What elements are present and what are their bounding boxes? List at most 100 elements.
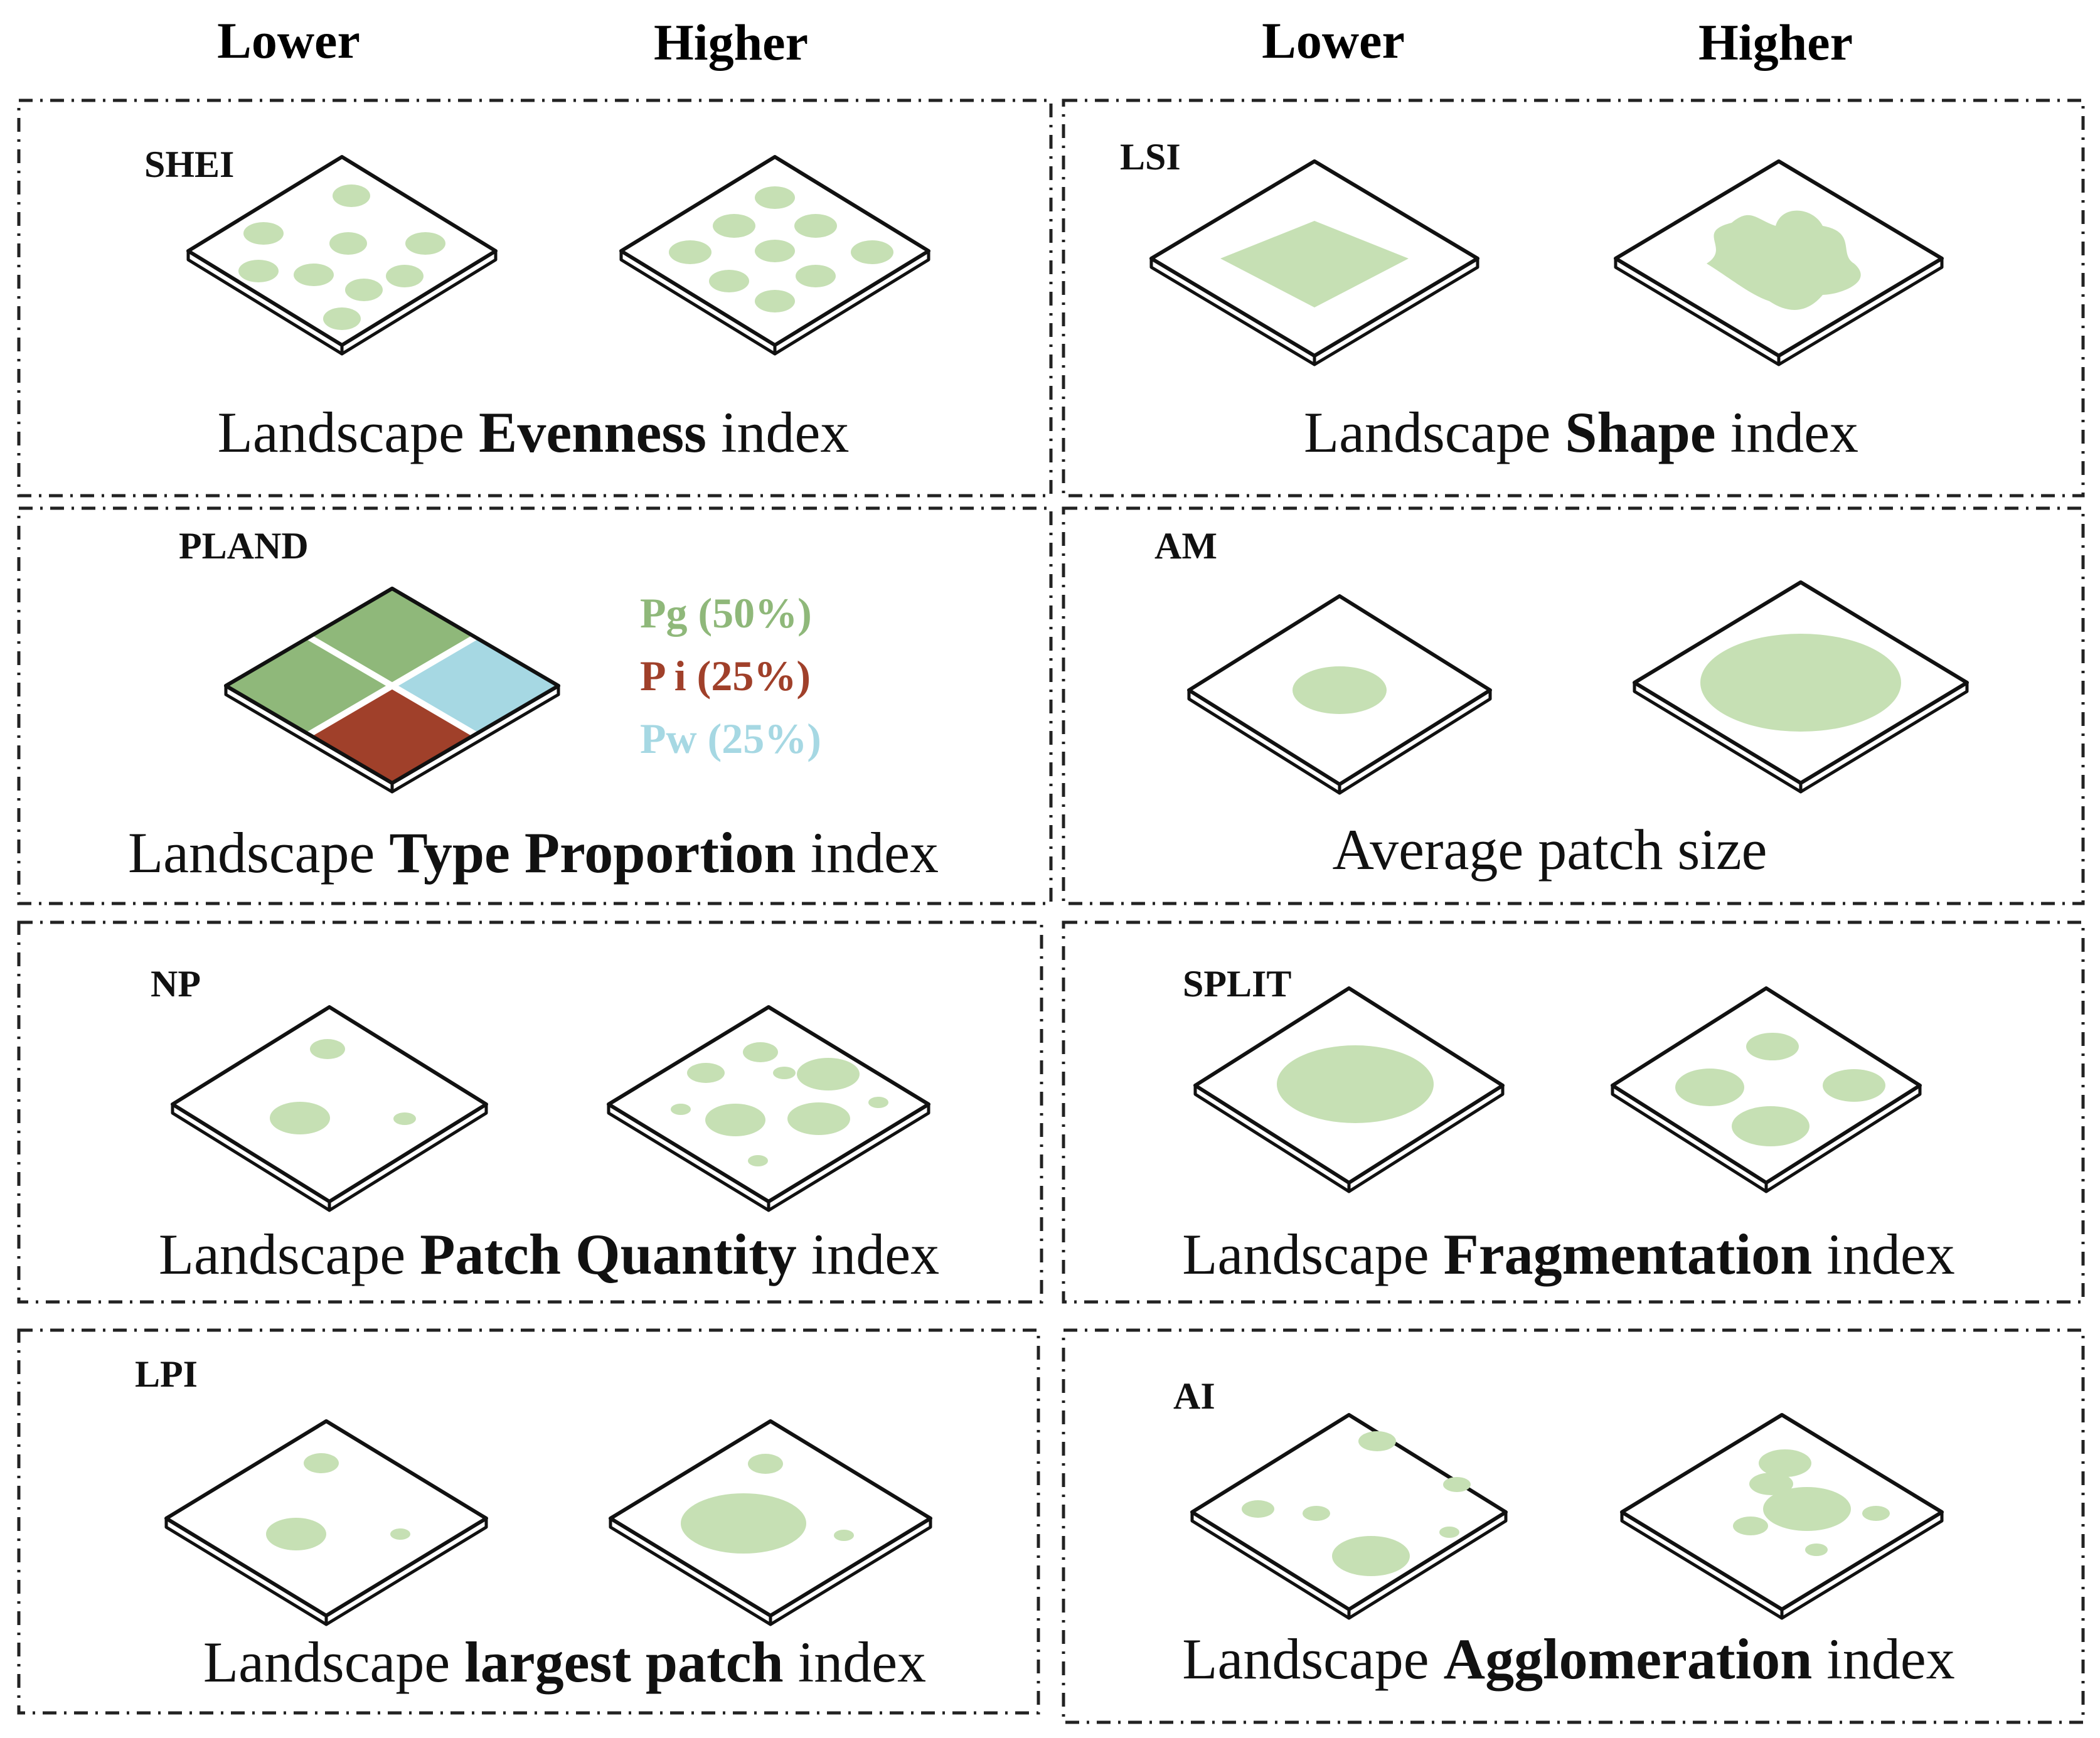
code-am: AM: [1154, 525, 1217, 567]
frame-lsi: [1062, 99, 2085, 498]
patch: [393, 1112, 416, 1125]
tile-np-lower: [171, 1005, 488, 1212]
patch: [868, 1097, 888, 1108]
patch: [851, 240, 893, 264]
tile-shei-higher: [619, 155, 930, 356]
patch: [1242, 1500, 1274, 1518]
patch: [304, 1453, 339, 1473]
frame-ai: [1062, 1328, 2085, 1724]
header-right-higher: Higher: [1698, 14, 1853, 71]
patch: [1700, 634, 1901, 732]
code-pland: PLAND: [179, 525, 309, 567]
patch: [743, 1042, 778, 1062]
patch: [797, 1058, 860, 1090]
patch: [1763, 1487, 1851, 1531]
header-right-lower: Lower: [1262, 12, 1405, 69]
tile-lsi-lower: [1149, 159, 1479, 366]
patch: [1443, 1477, 1471, 1492]
tile-ai-higher: [1620, 1413, 1944, 1620]
patch: [796, 265, 836, 287]
tile-top: [164, 1419, 488, 1618]
tiles: [164, 155, 1969, 1626]
patch: [748, 1155, 768, 1166]
patch: [1746, 1033, 1799, 1060]
tile-pland: [224, 587, 560, 794]
frame-np: [17, 920, 1043, 1304]
patch: [1823, 1069, 1885, 1102]
patch: [748, 1454, 783, 1474]
header-left-lower: Lower: [217, 12, 360, 69]
patch: [1277, 1045, 1434, 1123]
patch: [405, 232, 445, 255]
patch: [755, 186, 795, 209]
tile-outline: [224, 587, 560, 785]
code-np: NP: [151, 963, 201, 1005]
frame-pland: [17, 506, 1053, 905]
frame-shei: [17, 99, 1053, 498]
caption-np: Landscape Patch Quantity index: [159, 1222, 939, 1286]
patch: [329, 232, 367, 255]
code-split: SPLIT: [1183, 963, 1291, 1005]
patch: [310, 1039, 345, 1059]
patch: [1293, 666, 1387, 714]
tile-split-higher: [1611, 986, 1922, 1193]
legend-pg: Pg (50%): [640, 589, 812, 637]
caption-ai: Landscape Agglomeration index: [1182, 1627, 1954, 1691]
caption-am: Average patch size: [1332, 818, 1767, 882]
tile-am-higher: [1633, 580, 1969, 794]
patch: [1732, 1106, 1810, 1146]
patch: [386, 265, 424, 287]
patch-irregular: [1707, 210, 1861, 310]
legend-pi: P i (25%): [640, 652, 811, 700]
code-lpi: LPI: [135, 1353, 198, 1395]
tile-ai-lower: [1190, 1413, 1508, 1620]
frame-lpi: [17, 1328, 1040, 1715]
patch-diamond: [1220, 221, 1409, 307]
patch: [773, 1067, 796, 1079]
patch: [294, 264, 334, 286]
tile-top: [171, 1005, 488, 1203]
patch: [1862, 1506, 1890, 1521]
header-left-higher: Higher: [654, 14, 808, 71]
patch: [1358, 1431, 1396, 1451]
caption-lsi: Landscape Shape index: [1304, 400, 1858, 464]
patch: [243, 222, 284, 245]
patch: [1733, 1517, 1768, 1535]
patch: [669, 240, 712, 264]
patch: [755, 240, 795, 262]
tile-lsi-higher: [1614, 159, 1944, 366]
patch: [238, 260, 279, 282]
patch: [681, 1493, 806, 1554]
patch: [1332, 1536, 1410, 1576]
code-lsi: LSI: [1120, 136, 1181, 178]
tile-am-lower: [1187, 594, 1492, 795]
caption-split: Landscape Fragmentation index: [1182, 1222, 1954, 1286]
patch: [687, 1063, 725, 1083]
legend-pw: Pw (25%): [640, 715, 821, 762]
patch: [787, 1102, 850, 1135]
caption-pland: Landscape Type Proportion index: [128, 821, 939, 885]
tile-top: [1190, 1413, 1508, 1611]
tile-np-higher: [607, 1005, 930, 1212]
patch: [345, 279, 383, 301]
code-ai: AI: [1173, 1375, 1215, 1417]
patch: [709, 270, 749, 292]
patch: [705, 1104, 765, 1136]
patch: [266, 1518, 326, 1550]
tile-lpi-higher: [609, 1419, 932, 1626]
patch: [390, 1528, 410, 1540]
tile-top: [607, 1005, 930, 1203]
tile-lpi-lower: [164, 1419, 488, 1626]
patch: [333, 184, 370, 207]
patch: [1303, 1506, 1330, 1521]
caption-shei: Landscape Evenness index: [218, 400, 850, 464]
patch: [671, 1104, 691, 1115]
patch: [1805, 1543, 1828, 1556]
patch: [834, 1530, 854, 1541]
patch: [794, 214, 837, 238]
patch: [323, 307, 361, 330]
patch: [713, 214, 755, 238]
tile-top: [1611, 986, 1922, 1185]
code-shei: SHEI: [144, 144, 234, 185]
